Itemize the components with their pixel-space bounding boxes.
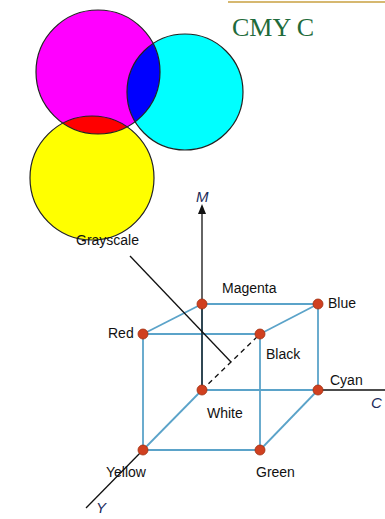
- callout-label: Grayscale: [76, 232, 139, 249]
- vertex-dot: [313, 299, 323, 309]
- leader-line: [130, 256, 231, 362]
- vertex-dot: [138, 329, 148, 339]
- cube-edge: [260, 304, 318, 334]
- cube-edge: [202, 303, 318, 305]
- header-rule: [228, 1, 385, 3]
- circle-outline: [127, 34, 243, 150]
- c-axis: [318, 389, 385, 390]
- vertex-label: Black: [266, 346, 300, 363]
- vertex-label: Red: [108, 325, 134, 342]
- cube-edge: [260, 390, 318, 450]
- slide-title: CMY C: [232, 12, 314, 43]
- vertex-label: Green: [256, 464, 295, 481]
- vertex-dot: [313, 385, 323, 395]
- cube-edges: [143, 304, 318, 450]
- vertex-label: Cyan: [330, 372, 363, 389]
- cube-edge: [259, 334, 261, 450]
- cube-vertices: [138, 299, 323, 455]
- cube-edge: [143, 390, 202, 450]
- vertex-dot: [138, 445, 148, 455]
- axis-label: M: [196, 188, 209, 206]
- circle-outline: [30, 116, 154, 240]
- vertex-dot: [197, 385, 207, 395]
- axis-label: Y: [96, 499, 106, 517]
- circle-outline: [36, 10, 160, 134]
- vertex-dot: [255, 445, 265, 455]
- cyan-circle: [127, 34, 243, 150]
- vertex-dot: [197, 299, 207, 309]
- vertex-dot: [255, 329, 265, 339]
- venn-circles: [30, 10, 243, 240]
- axes: [86, 212, 385, 508]
- cube-edge: [142, 334, 144, 450]
- cube-edge: [143, 449, 260, 451]
- vertex-label: Yellow: [106, 464, 146, 481]
- axis-label: C: [371, 394, 382, 412]
- arrowhead: [198, 204, 206, 214]
- vertex-label: White: [207, 405, 243, 422]
- cube-edge: [317, 304, 319, 390]
- vertex-label: Blue: [328, 295, 356, 312]
- yellow-circle: [30, 116, 154, 240]
- cube-edge: [143, 304, 202, 334]
- vertex-label: Magenta: [222, 280, 276, 297]
